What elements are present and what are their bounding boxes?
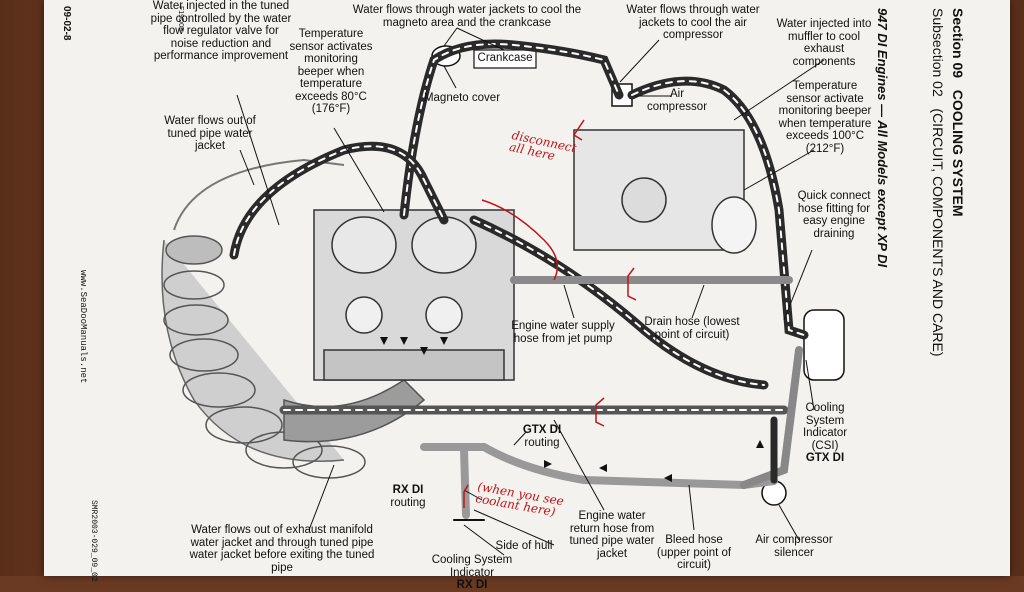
label-magneto-crankcase: Water flows through water jackets to coo… — [352, 4, 582, 29]
label-gtx-routing-text: routing — [524, 436, 560, 449]
label-gtx-routing-bold: GTX DI — [522, 424, 562, 436]
label-air-silencer: Air compressor silencer — [755, 534, 833, 559]
label-bleed-hose: Bleed hose (upper point of circuit) — [656, 534, 732, 571]
figure-code: F19D0E — [177, 6, 184, 32]
label-quick-connect: Quick connect hose fitting for easy engi… — [797, 190, 871, 240]
header-section-title: COOLING SYSTEM — [950, 89, 966, 217]
label-csi-gtx-bold: GTX DI — [805, 452, 845, 464]
label-gtx-routing: GTX DI routing — [512, 424, 572, 449]
flow-arrows — [380, 337, 764, 482]
label-injected-tuned-pipe: Water injected in the tuned pipe control… — [150, 0, 292, 62]
label-air-compressor: Air compressor — [646, 88, 708, 113]
label-rx-routing: RX DI routing — [378, 484, 438, 509]
label-air-compressor-jackets: Water flows through water jackets to coo… — [626, 4, 760, 41]
label-crankcase: Crankcase — [477, 52, 533, 64]
label-rx-routing-bold: RX DI — [392, 484, 424, 496]
label-drain-hose: Drain hose (lowest point of circuit) — [644, 316, 740, 341]
header-subsection-number: Subsection 02 — [930, 8, 946, 97]
label-engine-supply: Engine water supply hose from jet pump — [511, 320, 615, 345]
label-flows-out-tuned-pipe: Water flows out of tuned pipe water jack… — [164, 115, 256, 152]
label-csi-rx: Cooling System Indicator RX DI — [420, 554, 524, 592]
muffler — [573, 129, 757, 254]
header-section-number: Section 09 — [950, 8, 966, 79]
label-exhaust-manifold: Water flows out of exhaust manifold wate… — [189, 524, 375, 574]
header-subsection: Subsection 02 (CIRCUIT, COMPONENTS AND C… — [930, 8, 946, 357]
label-csi-rx-text: Cooling System Indicator — [431, 554, 513, 579]
hoses — [229, 39, 809, 521]
label-magneto-cover: Magneto cover — [423, 92, 501, 104]
label-muffler-injection: Water injected into muffler to cool exha… — [776, 18, 872, 68]
label-rx-routing-text: routing — [390, 496, 426, 509]
label-temp-sensor-80: Temperature sensor activates monitoring … — [289, 28, 373, 115]
engine-title: 947 DI Engines — All Models except XP DI — [875, 8, 890, 268]
cooling-diagram — [161, 27, 845, 556]
label-csi-gtx-text: Cooling System Indicator (CSI) — [802, 402, 848, 452]
label-temp-sensor-100: Temperature sensor activate monitoring b… — [778, 80, 872, 155]
label-side-of-hull: Side of hull — [495, 540, 553, 552]
csi-gtx-indicator — [803, 309, 845, 381]
header-subsection-title: (CIRCUIT, COMPONENTS AND CARE) — [930, 108, 946, 357]
engine-block — [313, 209, 515, 381]
manual-page: Water injected in the tuned pipe control… — [44, 0, 1010, 591]
header-section: Section 09 COOLING SYSTEM — [950, 8, 966, 217]
label-csi-rx-bold: RX DI — [456, 579, 488, 591]
leader-lines — [236, 27, 825, 556]
label-csi-gtx: Cooling System Indicator (CSI) GTX DI — [788, 402, 862, 465]
red-markup — [463, 119, 637, 508]
doc-code: SMR2003-029_09_02 — [89, 500, 98, 582]
label-return-hose: Engine water return hose from tuned pipe… — [569, 510, 655, 560]
website-text: www.SeaDooManuals.net — [78, 270, 88, 384]
crankcase-box — [473, 49, 537, 69]
page-reference: 09-02-8 — [61, 6, 72, 41]
